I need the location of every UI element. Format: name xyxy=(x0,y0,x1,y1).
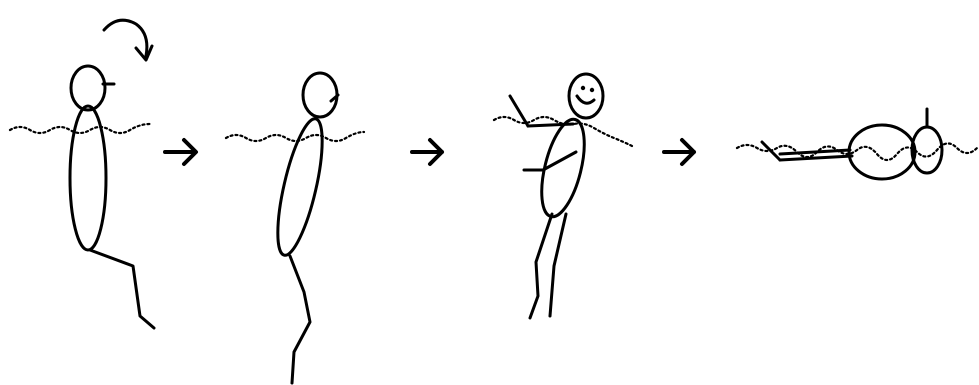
arm xyxy=(780,150,850,154)
leg xyxy=(290,256,310,383)
step-3-figure xyxy=(494,74,632,318)
arm xyxy=(528,124,573,126)
legs xyxy=(780,156,852,160)
head xyxy=(303,73,337,117)
right-arrow-icon xyxy=(165,140,196,164)
body xyxy=(533,115,592,221)
head xyxy=(569,74,603,118)
step-4-figure xyxy=(737,109,977,179)
body xyxy=(269,115,332,259)
step-2-figure xyxy=(226,73,364,383)
water-surface xyxy=(10,124,150,133)
eye xyxy=(581,86,585,90)
smile xyxy=(577,96,594,103)
right-arrow-icon xyxy=(664,140,694,164)
eye xyxy=(590,88,594,92)
leg xyxy=(90,250,154,328)
rotate-arrow-head xyxy=(136,46,152,60)
leg xyxy=(550,214,566,316)
head xyxy=(71,66,105,110)
body xyxy=(849,125,915,179)
water-surface xyxy=(226,132,364,141)
body xyxy=(70,106,106,250)
leg xyxy=(530,214,552,318)
water-surface xyxy=(494,117,632,146)
rotate-arrow-icon xyxy=(104,20,147,56)
step-1-figure xyxy=(10,20,154,328)
right-arrow-icon xyxy=(412,140,442,164)
